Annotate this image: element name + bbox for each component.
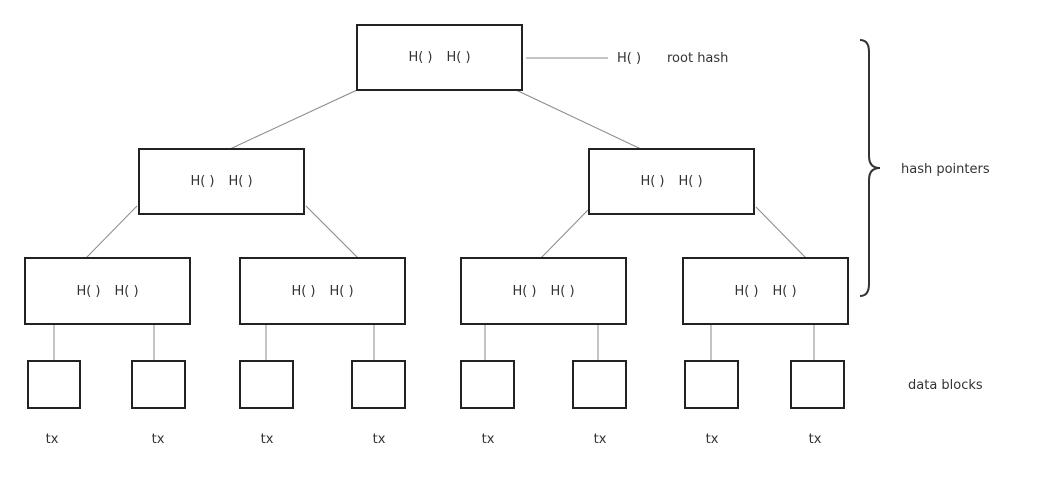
root-hash-label: root hash [667,51,729,66]
level2-node-4: H( ) H( ) [682,257,849,325]
data-block-7 [684,360,739,409]
l2c-right-hash: H( ) [550,283,575,299]
hash-pointers-brace [859,39,881,297]
l1a-left-hash: H( ) [190,174,215,189]
level2-node-1: H( ) H( ) [24,257,191,325]
level1-node-right: H( ) H( ) [588,148,755,215]
tx-label-4: tx [372,432,386,447]
edge-l1b-l2c [538,209,589,261]
l2d-left-hash: H( ) [734,283,759,299]
level2-node-3: H( ) H( ) [460,257,627,325]
edge-l1a-l2a [85,205,138,259]
data-block-8 [790,360,845,409]
root-hash-symbol: H( ) [617,51,642,66]
data-block-5 [460,360,515,409]
data-blocks-label: data blocks [908,378,983,393]
l2a-left-hash: H( ) [76,283,101,299]
data-block-2 [131,360,186,409]
level2-node-2: H( ) H( ) [239,257,406,325]
edge-l1a-l2b [305,205,359,259]
tx-label-6: tx [593,432,607,447]
tx-label-8: tx [808,432,822,447]
edge-l1b-l2d [755,206,807,259]
tx-label-5: tx [481,432,495,447]
data-block-6 [572,360,627,409]
l1b-right-hash: H( ) [678,174,703,189]
root-right-hash: H( ) [446,50,471,65]
l2b-left-hash: H( ) [291,283,316,299]
l2c-left-hash: H( ) [512,283,537,299]
l2a-right-hash: H( ) [114,283,139,299]
tx-label-7: tx [705,432,719,447]
l2b-right-hash: H( ) [329,283,354,299]
tx-label-3: tx [260,432,274,447]
level1-node-left: H( ) H( ) [138,148,305,215]
tx-label-2: tx [151,432,165,447]
edge-root-right [515,89,642,150]
data-block-3 [239,360,294,409]
root-node: H( ) H( ) [356,24,523,91]
l1a-right-hash: H( ) [228,174,253,189]
tx-label-1: tx [45,432,59,447]
l2d-right-hash: H( ) [772,283,797,299]
edge-root-left [229,89,358,150]
data-block-1 [27,360,81,409]
hash-pointers-label: hash pointers [901,162,990,177]
root-left-hash: H( ) [408,50,433,65]
data-block-4 [351,360,406,409]
l1b-left-hash: H( ) [640,174,665,189]
